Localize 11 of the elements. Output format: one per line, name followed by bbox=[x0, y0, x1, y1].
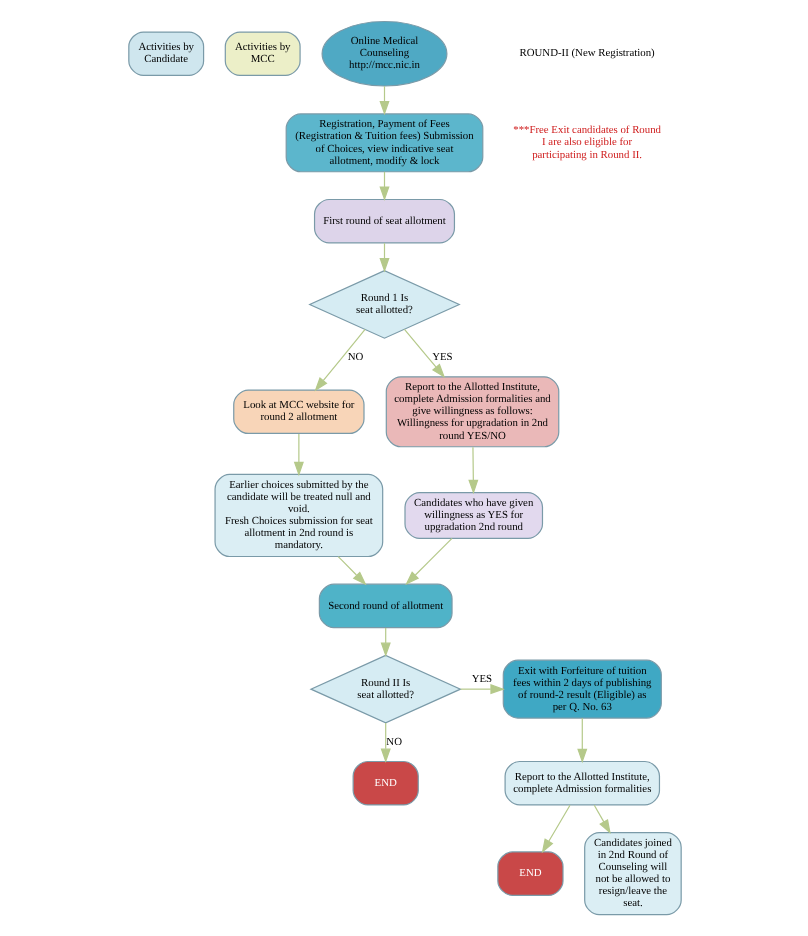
arrow bbox=[540, 804, 570, 854]
arrow bbox=[379, 722, 390, 764]
arrow bbox=[592, 804, 610, 834]
arrow bbox=[404, 537, 452, 586]
arrow bbox=[467, 446, 478, 495]
arrow bbox=[313, 328, 365, 392]
arrow bbox=[292, 433, 303, 477]
arrow bbox=[336, 555, 366, 586]
arrow bbox=[458, 684, 504, 695]
arrow bbox=[402, 328, 445, 378]
arrow bbox=[576, 717, 587, 764]
